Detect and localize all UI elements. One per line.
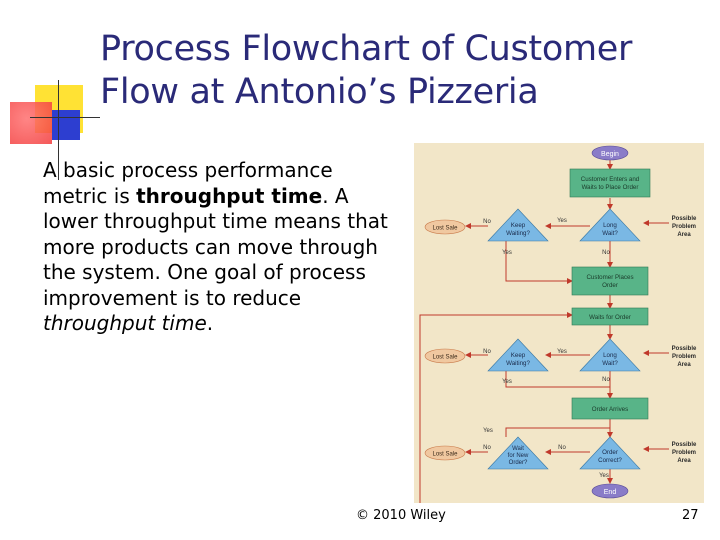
keep-waiting-2-line2: Waiting? bbox=[506, 360, 530, 367]
body-text-3: . bbox=[206, 311, 214, 335]
body-text-1: A basic process performance metric is bbox=[43, 158, 333, 208]
keep-waiting-decision-1 bbox=[487, 208, 549, 242]
body-bold-term: throughput time bbox=[136, 183, 323, 208]
yes-label-6: Yes bbox=[599, 473, 609, 479]
place-order-label-2: Order bbox=[602, 282, 618, 289]
lost-sale-terminal-1 bbox=[424, 219, 466, 235]
enter-queue-box bbox=[569, 168, 651, 198]
body-italic-term: throughput time bbox=[43, 311, 207, 335]
yes-label-2: Yes bbox=[502, 250, 512, 256]
enter-queue-label-2: Waits to Place Order bbox=[582, 184, 639, 191]
long-wait-2-line1: Long bbox=[603, 352, 617, 359]
order-arrives-box bbox=[571, 397, 649, 420]
decor-blue-square bbox=[52, 110, 80, 140]
end-label: End bbox=[604, 489, 617, 496]
no-label-2: No bbox=[602, 250, 610, 256]
problem-area-3-line2: Problem bbox=[672, 450, 696, 456]
problem-area-2-line1: Possible bbox=[672, 346, 697, 352]
problem-area-1-line2: Problem bbox=[672, 224, 696, 230]
lost-sale-1-label: Lost Sale bbox=[432, 226, 458, 232]
enter-queue-label-1: Customer Enters and bbox=[581, 176, 640, 183]
problem-area-1-line1: Possible bbox=[672, 216, 697, 222]
wait-order-label: Waits for Order bbox=[589, 314, 631, 321]
title-line-1: Process Flowchart of Customer bbox=[100, 29, 633, 69]
order-arrives-label: Order Arrives bbox=[592, 406, 628, 413]
process-flowchart: Begin Customer Enters and Waits to Place… bbox=[414, 143, 704, 503]
lost-sale-3-label: Lost Sale bbox=[432, 452, 458, 458]
wait-new-order-decision bbox=[487, 436, 549, 470]
order-correct-decision bbox=[579, 436, 641, 470]
wait-new-line1: Wait bbox=[512, 446, 524, 452]
lost-sale-terminal-2 bbox=[424, 348, 466, 364]
body-text-2: . A lower throughput time means that mor… bbox=[43, 183, 388, 310]
order-correct-line2: Correct? bbox=[598, 457, 622, 464]
place-order-label-1: Customer Places bbox=[586, 274, 633, 281]
no-label-3: No bbox=[483, 349, 491, 355]
problem-area-3-line3: Area bbox=[677, 458, 691, 464]
keep-waiting-decision-2 bbox=[487, 338, 549, 372]
no-label-1: No bbox=[483, 219, 491, 225]
problem-area-2-line2: Problem bbox=[672, 354, 696, 360]
problem-area-1-line3: Area bbox=[677, 232, 691, 238]
problem-area-2-line3: Area bbox=[677, 362, 691, 368]
footer-copyright: © 2010 Wiley bbox=[356, 508, 446, 523]
long-wait-1-line2: Wait? bbox=[602, 230, 618, 237]
end-terminal bbox=[591, 483, 629, 499]
yes-label-4: Yes bbox=[502, 379, 512, 385]
title-line-2: Flow at Antonio’s Pizzeria bbox=[100, 72, 539, 112]
order-correct-line1: Order bbox=[602, 449, 618, 456]
place-order-box bbox=[571, 266, 649, 296]
lost-sale-terminal-3 bbox=[424, 445, 466, 461]
slide-title: Process Flowchart of Customer Flow at An… bbox=[100, 28, 710, 114]
no-label-5: No bbox=[558, 445, 566, 451]
problem-area-3-line1: Possible bbox=[672, 442, 697, 448]
flowchart-connectors bbox=[419, 160, 669, 503]
flowchart-background bbox=[414, 143, 704, 503]
yes-label-3: Yes bbox=[557, 349, 567, 355]
wait-new-line3: Order? bbox=[509, 460, 528, 466]
wait-order-box bbox=[571, 307, 649, 326]
long-wait-2-line2: Wait? bbox=[602, 360, 618, 367]
page-number: 27 bbox=[682, 508, 699, 523]
long-wait-1-line1: Long bbox=[603, 222, 617, 229]
body-paragraph: A basic process performance metric is th… bbox=[43, 158, 403, 337]
no-label-4: No bbox=[602, 377, 610, 383]
long-wait-decision-1 bbox=[579, 208, 641, 242]
begin-label: Begin bbox=[601, 151, 619, 158]
yes-label-5: Yes bbox=[483, 428, 493, 434]
keep-waiting-1-line1: Keep bbox=[511, 222, 526, 229]
begin-terminal bbox=[591, 145, 629, 161]
yes-label-1: Yes bbox=[557, 218, 567, 224]
long-wait-decision-2 bbox=[579, 338, 641, 372]
wait-new-line2: for New bbox=[508, 453, 529, 459]
no-label-6: No bbox=[483, 445, 491, 451]
decor-vertical-line bbox=[58, 80, 59, 180]
decor-red-square bbox=[10, 102, 52, 144]
decor-horizontal-line bbox=[30, 117, 100, 118]
keep-waiting-1-line2: Waiting? bbox=[506, 230, 530, 237]
lost-sale-2-label: Lost Sale bbox=[432, 355, 458, 361]
keep-waiting-2-line1: Keep bbox=[511, 352, 526, 359]
